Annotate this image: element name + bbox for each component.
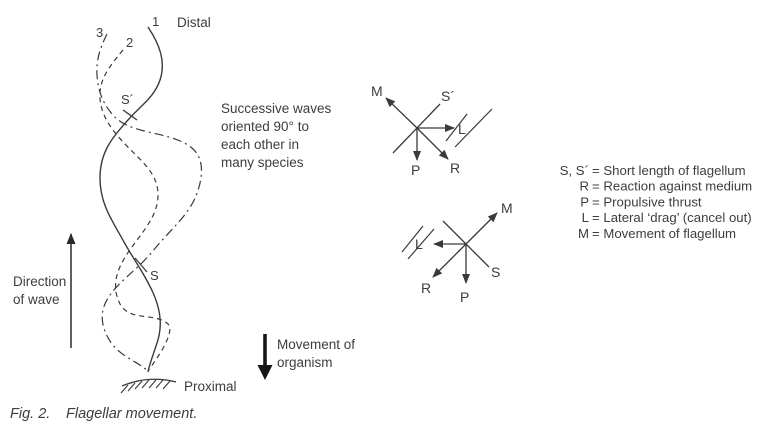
- lower-r-arrow: [432, 243, 467, 278]
- wave-number-1-label: 1: [152, 14, 159, 29]
- figure-caption-text: Flagellar movement.: [66, 406, 197, 422]
- note-line4: many species: [221, 155, 304, 170]
- force-diagram-lower: M S L P R: [401, 200, 513, 305]
- flagellum-wave-1-curve: [99, 26, 164, 373]
- upper-cancel-slashes: [445, 108, 493, 148]
- s-prime-point-label: S´: [121, 92, 134, 107]
- legend-text-3: = Propulsive thrust: [592, 194, 702, 209]
- figure-caption-number: Fig. 2.: [10, 406, 50, 422]
- proximal-label: Proximal: [184, 379, 237, 394]
- lower-s-label: S: [491, 264, 500, 280]
- flagellum-wave-3-curve: [96, 33, 203, 372]
- upper-r-arrow: [416, 127, 449, 160]
- upper-m-arrow: [385, 97, 418, 129]
- legend-sym-5: M: [578, 226, 589, 241]
- legend-sym-4: L: [582, 210, 589, 225]
- flagellum-wave-2-curve: [99, 49, 171, 372]
- upper-s-prime-label: S´: [441, 88, 455, 104]
- legend: S, S´ = Short length of flagellum R = Re…: [560, 163, 752, 241]
- s-tick: [134, 257, 148, 273]
- lower-l-label: L: [415, 236, 423, 252]
- note-line2: oriented 90° to: [221, 119, 309, 134]
- wave-number-3-label: 3: [96, 25, 103, 40]
- note-line1: Successive waves: [221, 101, 332, 116]
- upper-m-label: M: [371, 83, 383, 99]
- lower-r-label: R: [421, 280, 431, 296]
- legend-sym-3: P: [580, 194, 589, 209]
- movement-of-organism-label-line2: organism: [277, 355, 333, 370]
- direction-of-wave-label-line1: Direction: [13, 274, 66, 289]
- distal-label: Distal: [177, 15, 211, 30]
- lower-p-label: P: [460, 289, 469, 305]
- proximal-ground-arc: [121, 378, 177, 387]
- s-point-label: S: [150, 268, 159, 283]
- lower-m-label: M: [501, 200, 513, 216]
- movement-of-organism-label-line1: Movement of: [277, 337, 355, 352]
- movement-of-organism-arrow: [257, 334, 273, 380]
- s-prime-tick: [122, 109, 138, 121]
- note-line3: each other in: [221, 137, 299, 152]
- force-diagram-upper: M S´ L P R: [371, 83, 493, 178]
- direction-of-wave-label-line2: of wave: [13, 292, 60, 307]
- legend-text-2: = Reaction against medium: [592, 179, 752, 194]
- lower-cancel-slashes: [401, 225, 435, 260]
- legend-sym-2: R: [579, 179, 589, 194]
- legend-text-1: = Short length of flagellum: [592, 163, 746, 178]
- lower-m-arrow: [465, 212, 498, 245]
- legend-text-5: = Movement of flagellum: [592, 226, 736, 241]
- upper-r-label: R: [450, 160, 460, 176]
- legend-sym-1: S, S´: [560, 163, 589, 178]
- proximal-ground-hatching: [120, 379, 171, 394]
- upper-l-label: L: [458, 121, 466, 137]
- legend-text-4: = Lateral ‘drag’ (cancel out): [592, 210, 752, 225]
- wave-number-2-label: 2: [126, 35, 133, 50]
- upper-p-label: P: [411, 162, 420, 178]
